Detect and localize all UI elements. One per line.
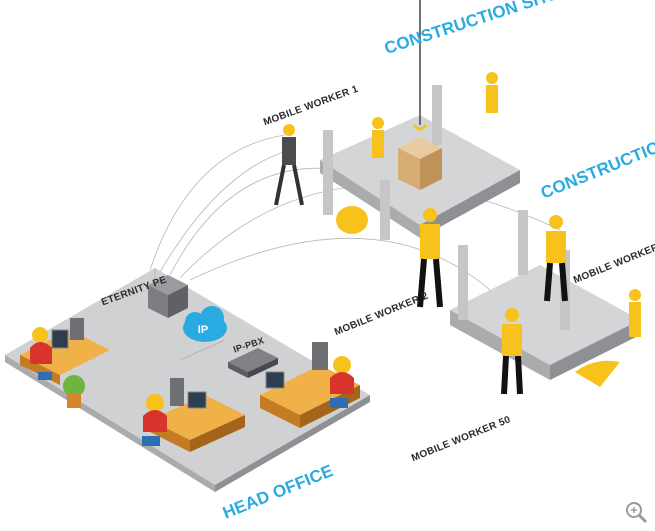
mobile-worker-2-figure: [417, 208, 443, 308]
ip-cloud-label: IP: [198, 324, 208, 336]
construction-worker-figures: [372, 72, 641, 337]
construction-site-2: [450, 210, 640, 387]
plant-icon: [63, 375, 85, 408]
workstation-2: [142, 378, 245, 452]
ip-pbx-device: [228, 348, 278, 378]
magnifier-plus-icon[interactable]: [623, 499, 649, 525]
mobile-worker-50-figure: [501, 308, 523, 395]
mobile-worker-3-figure: [544, 215, 568, 302]
mobile-worker-1-figure: [274, 124, 304, 206]
head-office-floor: [5, 268, 370, 492]
workstation-3: [260, 342, 360, 428]
eternity-pe-server: [148, 275, 188, 318]
cloud-icon: IP: [183, 306, 227, 342]
workstation-1: [20, 318, 110, 385]
construction-site-1: [320, 0, 520, 240]
